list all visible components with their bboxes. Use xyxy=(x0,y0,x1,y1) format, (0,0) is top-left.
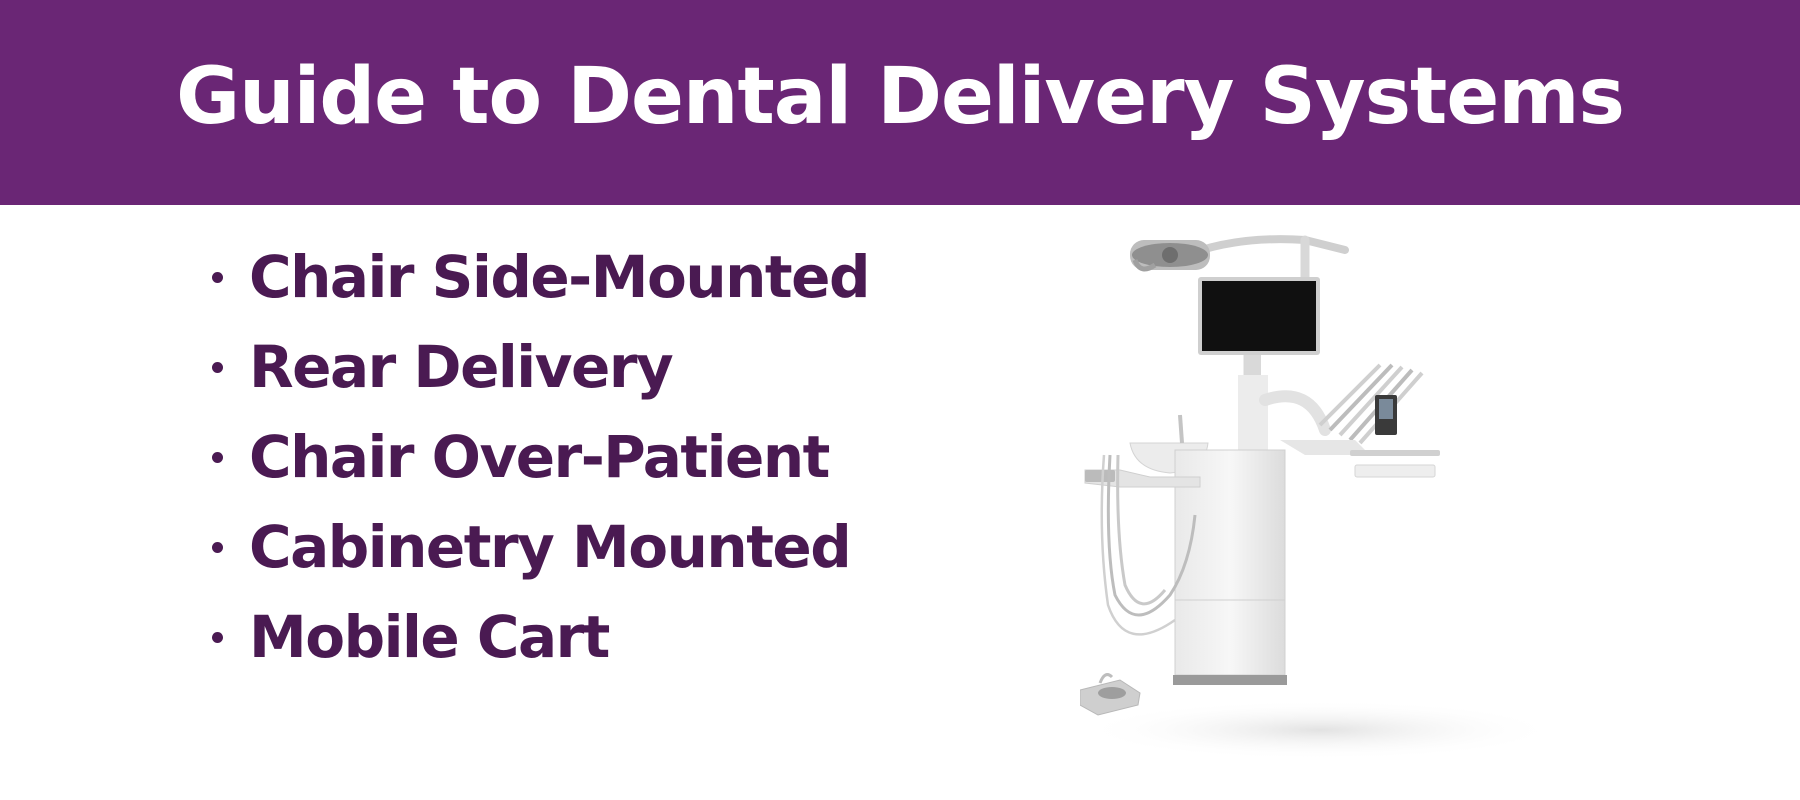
list-item: Chair Over-Patient xyxy=(212,412,869,502)
bullet-icon xyxy=(212,451,223,463)
list-item-label: Rear Delivery xyxy=(249,333,674,401)
list-item-label: Cabinetry Mounted xyxy=(249,513,852,581)
list-item-label: Chair Side-Mounted xyxy=(249,243,870,311)
list-item: Rear Delivery xyxy=(212,322,869,412)
page-title: Guide to Dental Delivery Systems xyxy=(176,51,1625,142)
list-item: Cabinetry Mounted xyxy=(212,502,869,592)
bullet-icon xyxy=(212,361,223,373)
bullet-icon xyxy=(212,271,223,283)
list-item: Chair Side-Mounted xyxy=(212,232,870,322)
list-item: Mobile Cart xyxy=(212,592,869,682)
delivery-system-list: Chair Side-Mounted Rear Delivery Chair O… xyxy=(212,232,870,682)
list-item-label: Chair Over-Patient xyxy=(249,423,830,491)
header-banner: Guide to Dental Delivery Systems xyxy=(0,0,1800,205)
list-item-label: Mobile Cart xyxy=(249,603,610,671)
bullet-icon xyxy=(212,631,223,643)
bullet-icon xyxy=(212,541,223,553)
dental-unit-image xyxy=(1080,235,1560,760)
